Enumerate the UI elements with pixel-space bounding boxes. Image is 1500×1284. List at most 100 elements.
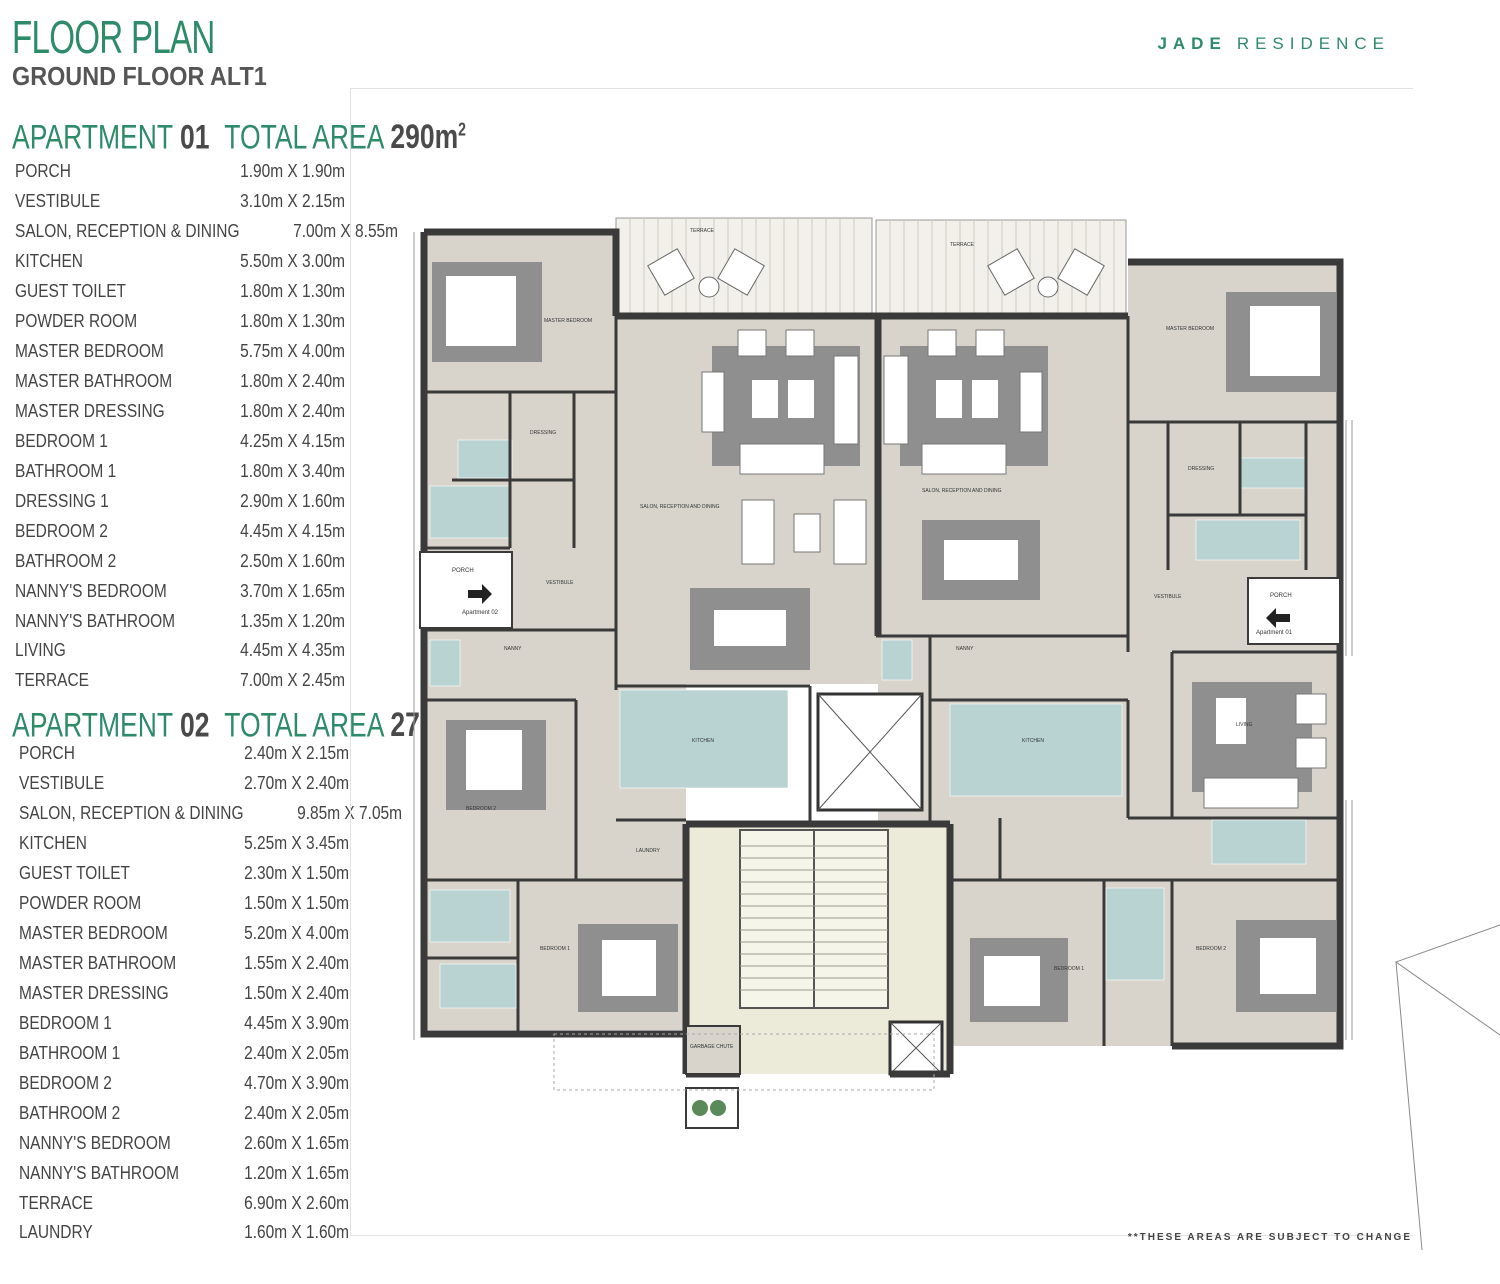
room-dimensions: 1.60m X 1.60m xyxy=(244,1222,349,1243)
label-porch-left: PORCH xyxy=(452,568,474,574)
room-dimensions: 5.25m X 3.45m xyxy=(244,833,349,854)
label-laundry: LAUNDRY xyxy=(636,848,660,854)
room-row: DRESSING 1 2.90m X 1.60m xyxy=(15,486,345,516)
room-row: KITCHEN 5.25m X 3.45m xyxy=(19,829,349,859)
room-name: KITCHEN xyxy=(19,833,87,854)
room-name: SALON, RECEPTION & DINING xyxy=(19,803,244,824)
terrace-left xyxy=(615,217,873,317)
room-dimensions: 1.55m X 2.40m xyxy=(244,953,349,974)
room-name: VESTIBULE xyxy=(19,773,105,794)
room-row: MASTER BATHROOM 1.55m X 2.40m xyxy=(19,949,349,979)
room-name: MASTER DRESSING xyxy=(19,982,169,1003)
room-name: BATHROOM 1 xyxy=(15,460,117,481)
entrance-canopy xyxy=(553,1033,935,1091)
room-name: MASTER BEDROOM xyxy=(19,923,168,944)
room-dimensions: 1.50m X 2.40m xyxy=(244,982,349,1003)
room-dimensions: 5.75m X 4.00m xyxy=(240,341,345,362)
room-name: POWDER ROOM xyxy=(15,311,138,332)
room-name: GUEST TOILET xyxy=(15,281,126,302)
label-salon-left: SALON, RECEPTION AND DINING xyxy=(640,504,720,510)
room-name: TERRACE xyxy=(19,1192,93,1213)
room-name: LAUNDRY xyxy=(19,1222,93,1243)
label-bedroom2-right: BEDROOM 2 xyxy=(1196,946,1226,952)
room-row: LAUNDRY 1.60m X 1.60m xyxy=(19,1218,349,1248)
label-kitchen-left: KITCHEN xyxy=(692,738,714,744)
room-dimensions: 2.70m X 2.40m xyxy=(244,773,349,794)
apartment-number: 01 xyxy=(180,118,210,157)
room-dimensions: 9.85m X 7.05m xyxy=(297,803,403,824)
room-dimensions: 4.45m X 4.35m xyxy=(240,640,345,661)
bedroom-furniture xyxy=(432,262,1336,1022)
room-name: DRESSING 1 xyxy=(15,490,109,511)
brand-name-bold: JADE xyxy=(1157,34,1227,53)
label-master-bedroom-right: MASTER BEDROOM xyxy=(1166,326,1214,332)
brand-logo: JADE RESIDENCE xyxy=(1157,34,1390,54)
room-dimensions: 1.35m X 1.20m xyxy=(240,610,345,631)
room-name: LIVING xyxy=(15,640,66,661)
apartment-number: 02 xyxy=(180,706,210,745)
porch-left: PORCH Apartment 02 xyxy=(419,551,513,629)
room-dimensions: 2.30m X 1.50m xyxy=(244,863,349,884)
room-name: PORCH xyxy=(15,161,71,182)
decor-line xyxy=(1394,924,1500,1036)
label-salon-right: SALON, RECEPTION AND DINING xyxy=(922,488,1002,494)
room-name: MASTER BATHROOM xyxy=(19,953,177,974)
room-name: TERRACE xyxy=(15,670,89,691)
label-bedroom1-left: BEDROOM 1 xyxy=(540,946,570,952)
label-terrace-left: TERRACE xyxy=(690,228,715,234)
label-bedroom2-left: BEDROOM 2 xyxy=(466,806,496,812)
room-name: POWDER ROOM xyxy=(19,893,142,914)
room-name: MASTER BATHROOM xyxy=(15,371,173,392)
room-row: TERRACE 6.90m X 2.60m xyxy=(19,1188,349,1218)
label-master-bedroom-left: MASTER BEDROOM xyxy=(544,318,592,324)
room-dimensions: 2.40m X 2.05m xyxy=(244,1042,349,1063)
tiled-areas xyxy=(429,439,1307,1009)
room-dimensions: 6.90m X 2.60m xyxy=(244,1192,349,1213)
room-dimensions: 2.40m X 2.05m xyxy=(244,1102,349,1123)
room-name: BATHROOM 2 xyxy=(19,1102,121,1123)
decor-line xyxy=(1395,961,1423,1251)
label-terrace-right: TERRACE xyxy=(950,242,975,248)
room-name: BEDROOM 1 xyxy=(19,1012,112,1033)
room-row: SALON, RECEPTION & DINING 9.85m X 7.05m xyxy=(19,799,402,829)
room-name: KITCHEN xyxy=(15,251,83,272)
room-dimensions: 5.20m X 4.00m xyxy=(244,923,349,944)
floor-plan-frame xyxy=(350,88,1413,1236)
room-dimensions: 1.80m X 2.40m xyxy=(240,371,345,392)
room-dimensions: 3.70m X 1.65m xyxy=(240,580,345,601)
label-nanny-left: NANNY xyxy=(504,646,522,652)
label-dressing-left: DRESSING xyxy=(530,430,556,436)
brand-name-light: RESIDENCE xyxy=(1236,34,1390,53)
apartment-label: APARTMENT xyxy=(12,118,173,157)
terrace-right xyxy=(875,219,1127,317)
room-name: BATHROOM 1 xyxy=(19,1042,121,1063)
room-row: MASTER BEDROOM 5.20m X 4.00m xyxy=(19,919,349,949)
room-dimensions: 2.60m X 1.65m xyxy=(244,1132,349,1153)
total-area-label: TOTAL AREA xyxy=(224,118,383,157)
total-area-label: TOTAL AREA xyxy=(224,706,383,745)
room-name: BEDROOM 2 xyxy=(15,520,108,541)
room-row: VESTIBULE 2.70m X 2.40m xyxy=(19,769,349,799)
page-subtitle: GROUND FLOOR ALT1 xyxy=(12,61,267,91)
apartment-label: APARTMENT xyxy=(12,706,173,745)
room-dimensions: 1.90m X 1.90m xyxy=(240,161,345,182)
staircase xyxy=(739,829,889,1009)
room-dimensions: 4.25m X 4.15m xyxy=(240,430,345,451)
room-dimensions: 2.90m X 1.60m xyxy=(240,490,345,511)
room-dimensions: 1.20m X 1.65m xyxy=(244,1162,349,1183)
room-name: NANNY'S BEDROOM xyxy=(19,1132,171,1153)
